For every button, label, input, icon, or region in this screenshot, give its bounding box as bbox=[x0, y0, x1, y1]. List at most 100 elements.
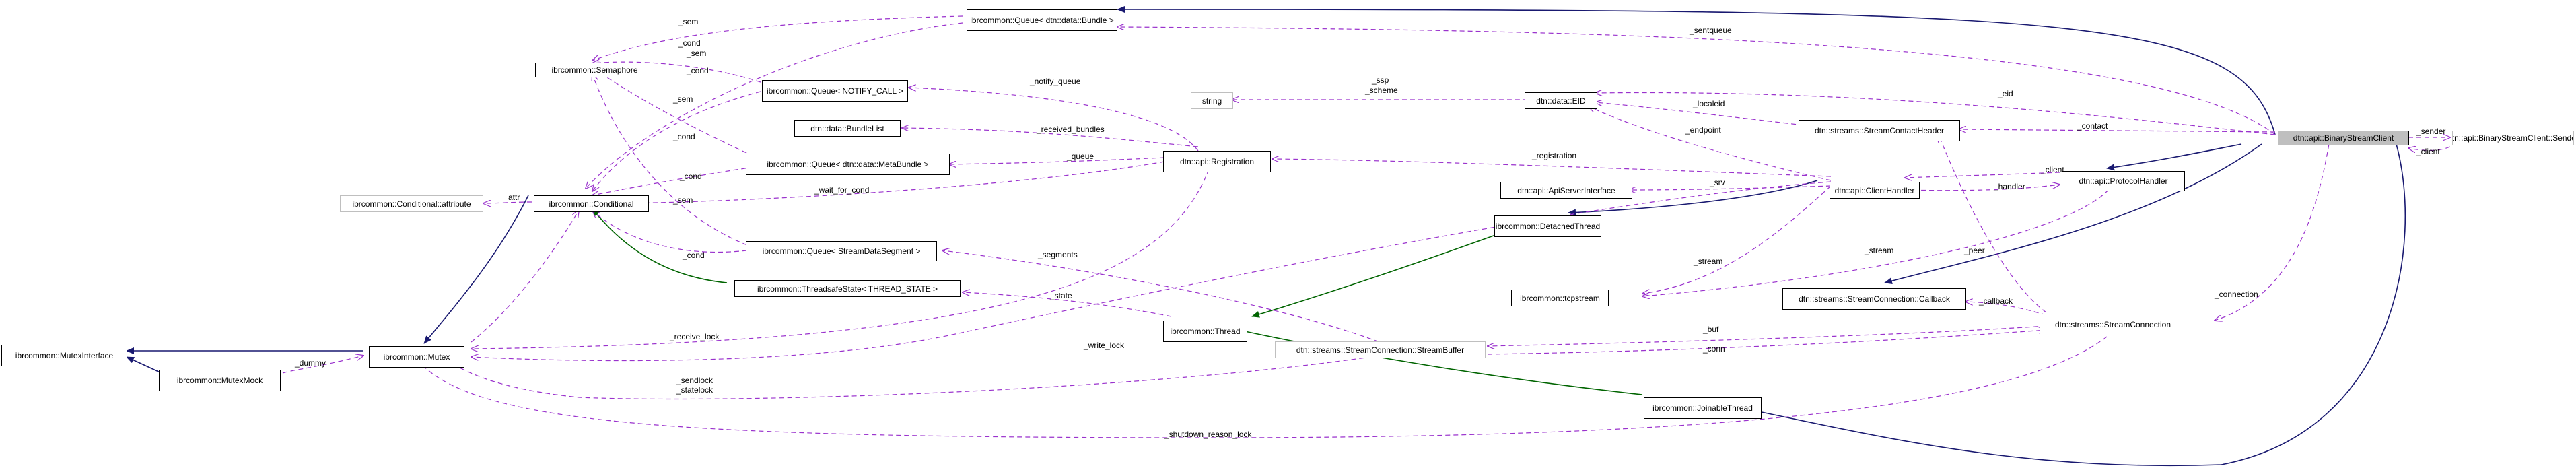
edge-label-statelock: _statelock bbox=[676, 385, 713, 395]
edge-label-ssp: _ssp bbox=[1372, 75, 1389, 85]
edge-label-sender: _sender bbox=[2416, 127, 2446, 136]
node-queue-bundle[interactable]: ibrcommon::Queue< dtn::data::Bundle > bbox=[967, 9, 1117, 31]
node-stream-buffer[interactable]: dtn::streams::StreamConnection::StreamBu… bbox=[1275, 341, 1486, 358]
edge-sbuf-mutex bbox=[444, 355, 1381, 400]
node-eid[interactable]: dtn::data::EID bbox=[1525, 92, 1597, 109]
node-conditional-attribute[interactable]: ibrcommon::Conditional::attribute bbox=[340, 195, 483, 212]
node-queue-stream-data-segment[interactable]: ibrcommon::Queue< StreamDataSegment > bbox=[746, 241, 937, 261]
edge-dthread-to-thread bbox=[1251, 232, 1502, 318]
edge-bsc-to-ph bbox=[2106, 143, 2242, 171]
edge-qsds-sem bbox=[592, 74, 748, 246]
edge-label-localeid: _localeid bbox=[1693, 99, 1725, 108]
edge-label-cond: _cond bbox=[680, 172, 702, 181]
edge-sch-eid bbox=[1595, 102, 1805, 126]
edge-label-cond: _cond bbox=[678, 38, 701, 48]
node-stream-connection-callback[interactable]: dtn::streams::StreamConnection::Callback bbox=[1782, 288, 1966, 310]
edge-qbundle-cond bbox=[586, 22, 963, 189]
edge-label-srv: _srv bbox=[1710, 178, 1725, 187]
node-queue-meta-bundle[interactable]: ibrcommon::Queue< dtn::data::MetaBundle … bbox=[746, 154, 950, 175]
edge-bsc-to-jthread bbox=[1722, 143, 2406, 467]
edge-label-shutdown-reason-lock: _shutdown_reason_lock bbox=[1164, 430, 1252, 439]
edge-label-endpoint: _endpoint bbox=[1685, 125, 1721, 135]
edge-sc-sbuf bbox=[1488, 325, 2047, 346]
node-conditional[interactable]: ibrcommon::Conditional bbox=[534, 195, 649, 212]
edge-sc-scc bbox=[1965, 302, 2047, 316]
edge-ph-ch bbox=[1905, 172, 2060, 178]
edge-bsc-sc bbox=[2215, 143, 2330, 321]
edge-bsc-eid bbox=[1595, 92, 2276, 135]
edge-label-segments: _segments bbox=[1038, 250, 1078, 259]
edge-label-sem: _sem bbox=[673, 94, 693, 104]
node-semaphore[interactable]: ibrcommon::Semaphore bbox=[535, 63, 654, 77]
edge-label-sendlock: _sendlock bbox=[676, 376, 713, 385]
node-joinable-thread[interactable]: ibrcommon::JoinableThread bbox=[1644, 397, 1762, 419]
node-stream-connection[interactable]: dtn::streams::StreamConnection bbox=[2040, 314, 2186, 335]
inheritance-edges bbox=[126, 6, 2406, 467]
edge-label-handler: _handler bbox=[1994, 182, 2025, 191]
edge-qnotify-cond bbox=[592, 91, 761, 191]
edge-label-sentqueue: _sentqueue bbox=[1690, 26, 1732, 35]
edge-mmock-to-mutexif bbox=[126, 356, 162, 374]
edge-reg-qmeta bbox=[949, 157, 1165, 164]
edge-jthread-to-thread bbox=[1238, 328, 1643, 395]
node-mutex-mock[interactable]: ibrcommon::MutexMock bbox=[159, 370, 281, 391]
node-string[interactable]: string bbox=[1191, 92, 1233, 109]
edge-label-peer: _peer bbox=[1964, 246, 1985, 255]
edge-reg-mutex-receive bbox=[471, 161, 1212, 349]
edge-label-write-lock: _write_lock bbox=[1084, 341, 1125, 350]
node-stream-contact-header[interactable]: dtn::streams::StreamContactHeader bbox=[1799, 120, 1960, 141]
node-registration[interactable]: dtn::api::Registration bbox=[1163, 151, 1271, 172]
node-bundle-list[interactable]: dtn::data::BundleList bbox=[794, 120, 901, 137]
edge-bsc-to-scc bbox=[1884, 143, 2262, 284]
edge-ch-asi bbox=[1629, 185, 1832, 190]
edge-qmeta-cond bbox=[592, 166, 755, 195]
protected-inheritance-edges bbox=[592, 208, 1643, 395]
node-binary-stream-client[interactable]: dtn::api::BinaryStreamClient bbox=[2278, 131, 2409, 145]
edge-sbuf-sc bbox=[1487, 330, 2046, 355]
edge-label-callback: _callback bbox=[1979, 296, 2013, 306]
node-client-handler[interactable]: dtn::api::ClientHandler bbox=[1830, 182, 1920, 199]
edge-ch-reg bbox=[1272, 159, 1832, 177]
edge-bsc-to-qbundle bbox=[1117, 6, 2276, 135]
edge-bsc-sch bbox=[1959, 129, 2276, 132]
edge-label-sem: _sem bbox=[687, 48, 707, 58]
edge-reg-cond bbox=[619, 161, 1165, 203]
edge-ch-tcp bbox=[1642, 185, 1832, 294]
edge-label-sem: _sem bbox=[678, 17, 699, 26]
node-mutex[interactable]: ibrcommon::Mutex bbox=[369, 346, 464, 368]
node-detached-thread[interactable]: ibrcommon::DetachedThread bbox=[1494, 215, 1601, 237]
edge-label-state: _state bbox=[1050, 291, 1072, 300]
edge-label-dummy: _dummy bbox=[295, 358, 326, 368]
edge-label-cond: _cond bbox=[687, 66, 709, 75]
edge-label-conn: _conn bbox=[1703, 344, 1725, 354]
edge-bsc-sentqueue bbox=[1117, 27, 2276, 135]
edge-reg-notify bbox=[909, 88, 1199, 152]
node-queue-notify-call[interactable]: ibrcommon::Queue< NOTIFY_CALL > bbox=[762, 80, 908, 102]
node-api-server-interface[interactable]: dtn::api::ApiServerInterface bbox=[1500, 182, 1632, 199]
edge-sender-bsc bbox=[2408, 147, 2451, 151]
node-thread[interactable]: ibrcommon::Thread bbox=[1163, 321, 1247, 342]
edge-tss-to-cond bbox=[592, 208, 728, 283]
edge-cond-attr bbox=[483, 202, 532, 203]
edge-label-scheme: _scheme bbox=[1365, 86, 1398, 95]
edge-label-queue: _queue bbox=[1067, 152, 1094, 161]
node-tcpstream[interactable]: ibrcommon::tcpstream bbox=[1511, 290, 1609, 306]
edge-sc-mutex-shutdown bbox=[417, 336, 2108, 438]
node-binary-stream-client-sender[interactable]: dtn::api::BinaryStreamClient::Sender bbox=[2452, 131, 2574, 145]
edge-label-sem: _sem bbox=[673, 195, 693, 205]
node-threadsafe-state[interactable]: ibrcommon::ThreadsafeState< THREAD_STATE… bbox=[734, 280, 961, 297]
edge-label-contact: _contact bbox=[2077, 121, 2108, 131]
edge-ch-eid bbox=[1589, 106, 1832, 181]
edge-ch-to-dthread bbox=[1568, 180, 1818, 216]
node-protocol-handler[interactable]: dtn::api::ProtocolHandler bbox=[2062, 171, 2185, 191]
edge-label-notify-queue: _notify_queue bbox=[1030, 77, 1081, 86]
edge-sc-sch bbox=[1939, 135, 2047, 313]
edge-label-client: _client bbox=[2416, 147, 2440, 156]
edge-label-cond: _cond bbox=[683, 250, 705, 260]
edge-cond-to-mutex bbox=[423, 195, 529, 344]
edge-label-registration: _registration bbox=[1532, 151, 1577, 160]
node-mutex-interface[interactable]: ibrcommon::MutexInterface bbox=[1, 345, 127, 366]
edge-label-cond: _cond bbox=[673, 132, 695, 141]
